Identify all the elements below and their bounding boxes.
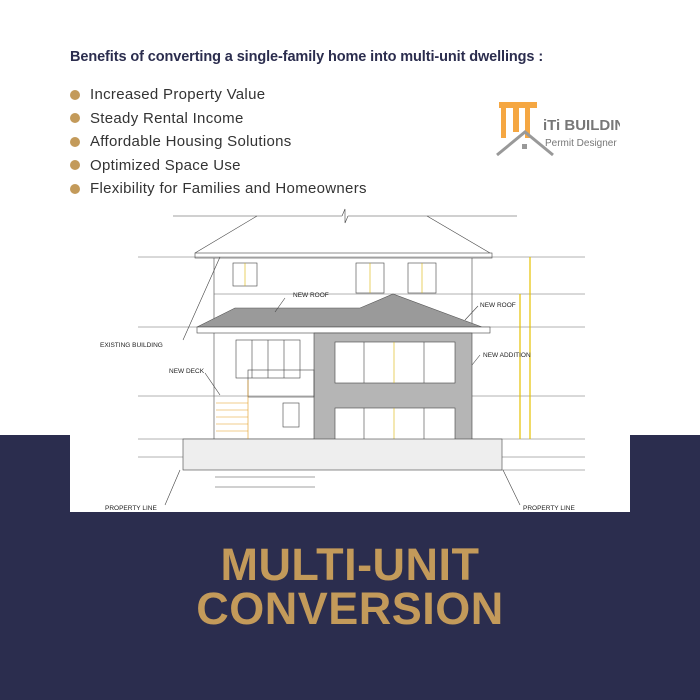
bullet-icon [70,136,80,147]
benefit-text: Affordable Housing Solutions [90,133,292,151]
label-new-roof: NEW ROOF [293,292,329,299]
list-item: Affordable Housing Solutions [70,130,367,154]
benefit-text: Steady Rental Income [90,109,244,127]
logo-tagline: Permit Designer Inc. [545,138,620,149]
benefit-text: Flexibility for Families and Homeowners [90,180,367,198]
bullet-icon [70,89,80,100]
benefit-text: Increased Property Value [90,86,266,104]
company-logo: iTi BUILDING Permit Designer Inc. [496,102,620,157]
logo-name: iTi BUILDING [543,117,620,134]
headline-line-2: CONVERSION [196,583,504,634]
list-item: Increased Property Value [70,83,367,107]
headline: MULTI-UNIT CONVERSION [0,539,700,634]
label-property-line: PROPERTY LINE [523,505,575,512]
list-item: Steady Rental Income [70,107,367,131]
bullet-icon [70,160,80,171]
benefits-list: Increased Property Value Steady Rental I… [70,83,367,201]
bullet-icon [70,113,80,124]
list-item: Flexibility for Families and Homeowners [70,177,367,201]
label-property-line: PROPERTY LINE [105,505,157,512]
bullet-icon [70,183,80,194]
headline-line-1: MULTI-UNIT [220,539,480,590]
benefit-text: Optimized Space Use [90,156,241,174]
label-new-addition: NEW ADDITION [483,352,531,359]
list-item: Optimized Space Use [70,154,367,178]
label-new-roof: NEW ROOF [480,302,516,309]
label-existing-building: EXISTING BUILDING [100,342,163,349]
label-new-deck: NEW DECK [169,368,205,375]
benefits-heading: Benefits of converting a single-family h… [70,49,544,65]
architectural-elevation-drawing: EXISTING BUILDING NEW ROOF NEW ROOF NEW … [70,205,630,512]
